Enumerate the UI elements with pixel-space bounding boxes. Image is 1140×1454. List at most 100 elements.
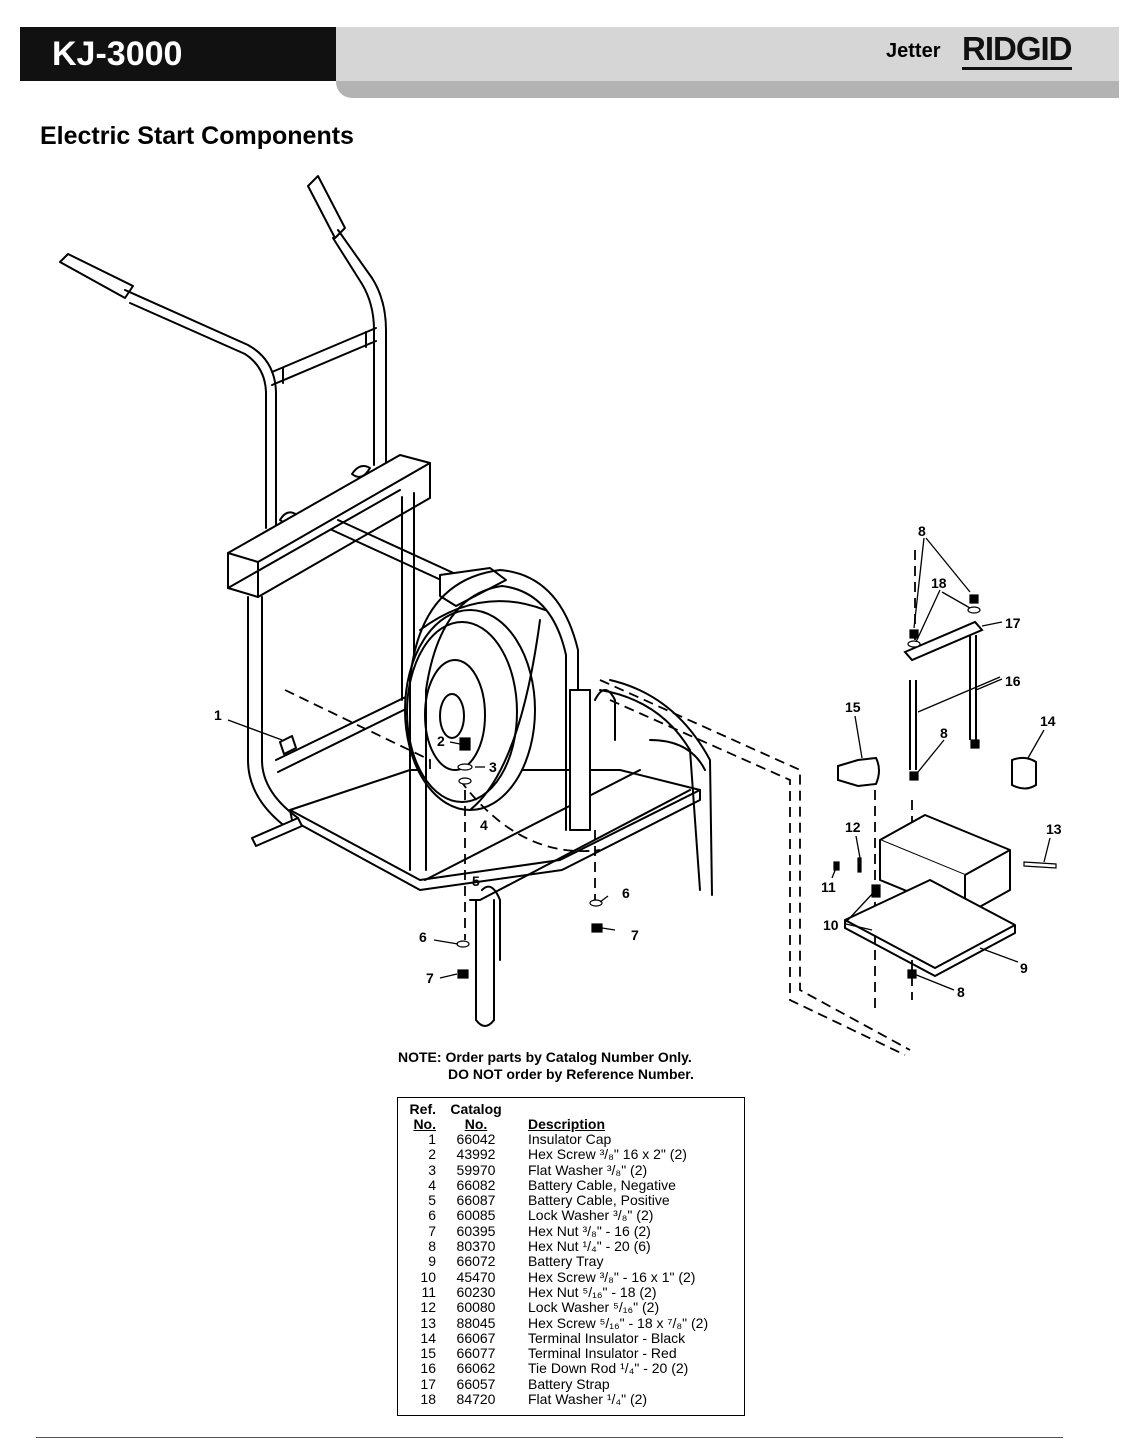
header-bar-tail — [336, 81, 1119, 98]
header-ref-no: Ref. No. — [409, 1101, 436, 1132]
catalog-no-cell: 66042 — [456, 1131, 496, 1147]
ref-no-cell: 12 — [420, 1299, 436, 1316]
callout-11: 11 — [821, 879, 836, 895]
catalog-no-cell: 66077 — [456, 1345, 496, 1362]
ref-no-cell: 8 — [428, 1238, 436, 1255]
exploded-parts-diagram: 1 2 3 4 5 6 7 6 7 8 18 17 16 15 8 14 12 … — [59, 175, 1062, 1056]
table-header-row: Ref. No. Catalog No. Description — [406, 1102, 708, 1132]
callout-9: 9 — [1020, 960, 1028, 976]
table-row: 1 66042 Insulator Cap — [406, 1131, 708, 1147]
ref-no-cell: 4 — [428, 1176, 436, 1193]
description-cell: Terminal Insulator - Red — [528, 1345, 677, 1362]
table-row: 2 43992 Hex Screw ³/₈" 16 x 2" (2) — [406, 1146, 708, 1163]
callout-17: 17 — [1005, 615, 1021, 631]
description-cell: Flat Washer ³/₈" (2) — [528, 1161, 648, 1178]
catalog-no-cell: 88045 — [456, 1314, 496, 1331]
ref-no-cell: 2 — [428, 1146, 436, 1163]
ref-no-cell: 1 — [428, 1131, 436, 1147]
ref-no-cell: 15 — [420, 1345, 436, 1362]
ref-no-cell: 9 — [428, 1253, 436, 1270]
description-cell: Battery Cable, Positive — [528, 1192, 670, 1209]
ref-no-cell: 18 — [420, 1391, 436, 1408]
description-cell: Battery Strap — [528, 1375, 610, 1392]
catalog-no-cell: 84720 — [456, 1391, 496, 1408]
table-row: 9 66072 Battery Tray — [406, 1253, 708, 1270]
callout-5: 5 — [472, 873, 480, 889]
description-cell: Insulator Cap — [528, 1131, 612, 1147]
catalog-no-cell: 45470 — [456, 1268, 496, 1285]
note-line-2: DO NOT order by Reference Number. — [448, 1066, 694, 1082]
ref-no-cell: 10 — [420, 1268, 436, 1285]
header-bar — [336, 27, 1119, 81]
fasteners — [456, 594, 1057, 979]
footer-rule — [36, 1437, 1063, 1438]
page-title: Electric Start Components — [40, 122, 354, 150]
catalog-no-cell: 60080 — [456, 1299, 496, 1316]
description-cell: Hex Screw ³/₈" 16 x 2" (2) — [528, 1146, 687, 1163]
callout-7-right: 7 — [631, 927, 639, 943]
ref-no-cell: 6 — [428, 1207, 436, 1224]
table-row: 4 66082 Battery Cable, Negative — [406, 1176, 708, 1193]
catalog-no-cell: 60230 — [456, 1283, 496, 1300]
table-row: 14 66067 Terminal Insulator - Black — [406, 1329, 708, 1346]
description-cell: Tie Down Rod ¹/₄" - 20 (2) — [528, 1360, 689, 1377]
catalog-no-cell: 66072 — [456, 1253, 496, 1270]
order-note: NOTE: Order parts by Catalog Number Only… — [398, 1049, 694, 1083]
model-title: KJ-3000 — [20, 27, 336, 81]
callout-6-right: 6 — [622, 885, 630, 901]
callout-8-mid: 8 — [940, 725, 948, 741]
description-cell: Hex Nut ⁵/₁₆" - 18 (2) — [528, 1283, 657, 1300]
catalog-no-cell: 66067 — [456, 1329, 496, 1346]
battery-tray-assembly — [844, 814, 1016, 977]
callout-12: 12 — [845, 819, 861, 835]
description-cell: Terminal Insulator - Black — [528, 1329, 686, 1346]
description-cell: Battery Tray — [528, 1253, 604, 1270]
description-cell: Battery Cable, Negative — [528, 1176, 676, 1193]
catalog-no-cell: 80370 — [456, 1238, 496, 1255]
brand-logo: RIDGID — [962, 31, 1072, 70]
callout-2: 2 — [437, 733, 445, 749]
cart-frame — [59, 175, 713, 1027]
callout-18: 18 — [931, 575, 947, 591]
table-row: 8 80370 Hex Nut ¹/₄" - 20 (6) — [406, 1238, 708, 1255]
callout-16: 16 — [1005, 673, 1021, 689]
header-description: Description — [528, 1116, 606, 1132]
table-row: 6 60085 Lock Washer ³/₈" (2) — [406, 1207, 708, 1224]
callout-7-left: 7 — [426, 970, 434, 986]
description-cell: Hex Screw ⁵/₁₆" - 18 x ⁷/₈" (2) — [528, 1314, 709, 1331]
ref-no-cell: 7 — [428, 1222, 436, 1239]
table-row: 11 60230 Hex Nut ⁵/₁₆" - 18 (2) — [406, 1283, 708, 1300]
callout-8-bottom: 8 — [957, 984, 965, 1000]
ref-no-cell: 3 — [428, 1161, 436, 1178]
description-cell: Hex Nut ¹/₄" - 20 (6) — [528, 1238, 651, 1255]
catalog-no-cell: 66082 — [456, 1176, 496, 1193]
catalog-no-cell: 43992 — [456, 1146, 496, 1163]
terminal-insulators — [837, 756, 1037, 790]
callout-1: 1 — [214, 707, 222, 723]
header-catalog-no: Catalog No. — [450, 1101, 502, 1132]
catalog-no-cell: 66087 — [456, 1192, 496, 1209]
ref-no-cell: 14 — [420, 1329, 436, 1346]
callout-14: 14 — [1040, 713, 1056, 729]
ref-no-cell: 11 — [421, 1283, 436, 1300]
parts-table-body: 1 66042 Insulator Cap 2 43992 Hex Screw ³/₈" … — [406, 1131, 709, 1408]
callout-15: 15 — [845, 699, 861, 715]
description-cell: Lock Washer ³/₈" (2) — [528, 1207, 654, 1224]
callout-3: 3 — [489, 759, 497, 775]
table-row: 15 66077 Terminal Insulator - Red — [406, 1345, 708, 1362]
callout-8-top: 8 — [918, 523, 926, 539]
ref-no-cell: 16 — [420, 1360, 436, 1377]
catalog-no-cell: 66057 — [456, 1375, 496, 1392]
callout-13: 13 — [1046, 821, 1062, 837]
product-name: Jetter — [886, 40, 941, 62]
catalog-no-cell: 60085 — [456, 1207, 496, 1224]
